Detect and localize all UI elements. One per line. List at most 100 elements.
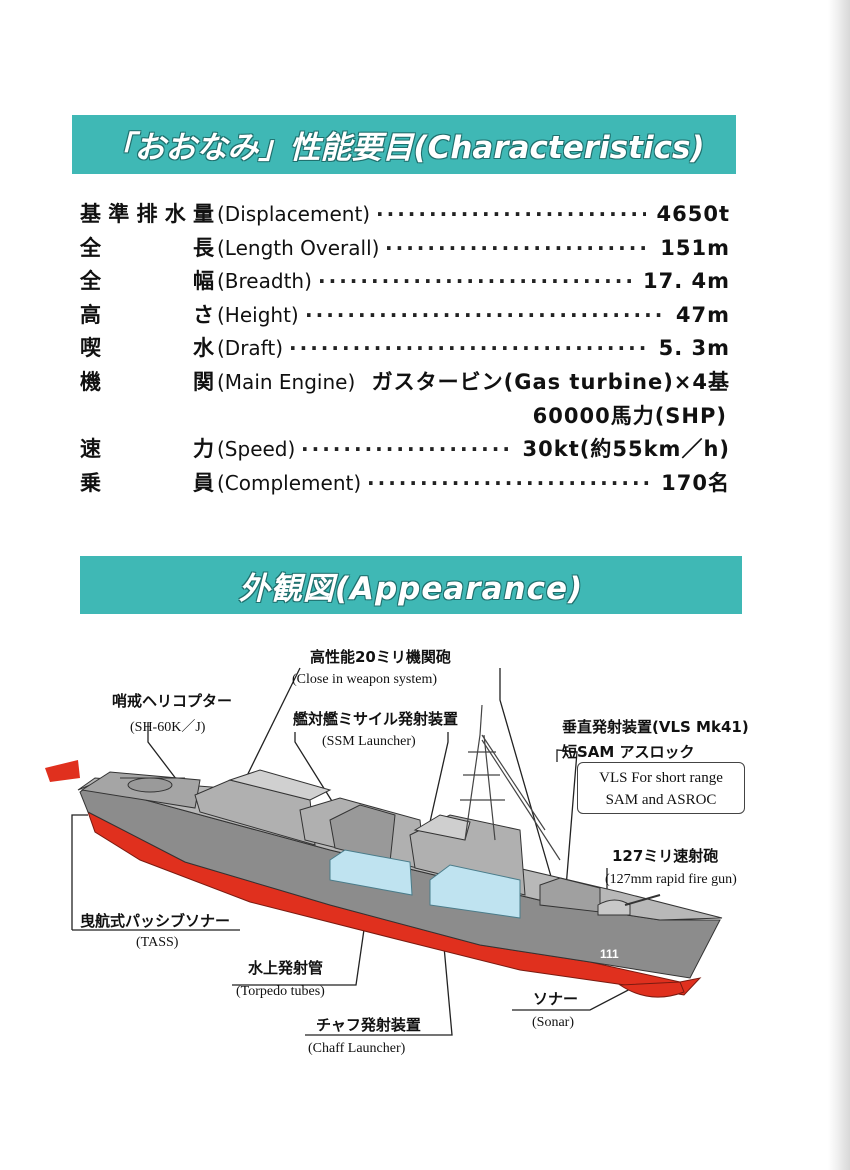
spec-value: 60000馬力(SHP) <box>532 403 727 428</box>
spec-label-en: (Height) <box>217 302 299 327</box>
spec-row: 高さ(Height)47m···························… <box>80 299 730 333</box>
sonar-label-jp: ソナー <box>533 990 579 1008</box>
spec-label-char: 員 <box>193 470 214 495</box>
spec-label-char: 乗 <box>80 470 101 495</box>
leader-sonar <box>512 984 639 1011</box>
gun-label-en: (127mm rapid fire gun) <box>605 872 737 887</box>
spec-label-jp: 高さ <box>80 299 214 333</box>
spec-label-en: (Displacement) <box>217 202 371 226</box>
leader-dots: ········································… <box>289 336 649 361</box>
spec-row: 基準排水量(Displacement) 4650t ················… <box>80 198 730 232</box>
leader-dots: ········································… <box>367 470 651 495</box>
ssm-label-jp: 艦対艦ミサイル発射装置 <box>293 710 459 728</box>
leader-ssm <box>294 732 346 823</box>
spec-label-en: (Draft) <box>217 336 284 361</box>
ship-mast <box>460 704 561 861</box>
characteristics-title: 「おおなみ」性能要目(Characteristics) <box>103 130 705 166</box>
vls-label-en1: VLS For short range <box>599 770 723 786</box>
page-edge-shadow <box>828 0 850 1170</box>
torpedo-label-en: (Torpedo tubes) <box>236 984 325 999</box>
spec-label-char: 高 <box>80 302 101 327</box>
leader-dots: ········································… <box>305 302 666 327</box>
spec-label-char: 機 <box>80 369 101 394</box>
spec-label-jp: 速力 <box>80 433 214 467</box>
spec-label-en: (Main Engine) <box>217 369 356 394</box>
leader-vls <box>556 749 578 901</box>
spec-label-char: 喫 <box>80 336 101 361</box>
spec-label-en: (Speed) <box>217 437 296 462</box>
spec-label-char: 水 <box>193 336 214 361</box>
spec-label-char: 全 <box>80 235 101 260</box>
spec-value: 4650t <box>656 202 730 226</box>
spec-row: 喫水(Draft)5. 3m··························… <box>80 332 730 366</box>
leader-dots: ········································… <box>385 235 650 260</box>
vls-label-jp: 垂直発射装置(VLS Mk41) <box>562 718 749 736</box>
spec-label-char: 水 <box>164 202 186 226</box>
spec-label-jp: 機関 <box>80 366 214 400</box>
ship-illustration: 111 <box>45 667 723 1036</box>
spec-label-char: 長 <box>193 235 214 260</box>
spec-label-en: (Breadth) <box>217 269 312 294</box>
spec-value: 30kt(約55km／h) <box>522 437 730 462</box>
spec-value: ガスタービン(Gas turbine)×4基 <box>371 369 730 394</box>
spec-label-char: 幅 <box>193 269 214 294</box>
leader-dots: ········································… <box>318 269 633 294</box>
tass-label-jp: 曳航式パッシブソナー <box>80 912 231 930</box>
tass-label-en: (TASS) <box>136 935 179 950</box>
spec-value: 47m <box>675 302 730 327</box>
spec-label-char: 準 <box>108 202 130 226</box>
spec-label-jp: 全幅 <box>80 265 214 299</box>
helicopter <box>120 777 185 793</box>
spec-table: 基準排水量(Displacement)4650t················… <box>80 198 730 500</box>
chaff-label-en: (Chaff Launcher) <box>308 1041 406 1056</box>
characteristics-banner: 「おおなみ」性能要目(Characteristics) <box>72 115 736 174</box>
spec-row: 機関(Main Engine)ガスタービン(Gas turbine)×4基 <box>80 366 730 400</box>
appearance-title: 外観図(Appearance) <box>238 570 584 607</box>
ssm-label-en: (SSM Launcher) <box>322 734 416 749</box>
spec-label-char: 量 <box>193 202 214 226</box>
spec-label-char: 速 <box>80 437 101 462</box>
spec-row: 速力(Speed)30kt(約55km／h)··················… <box>80 433 730 467</box>
spec-row: 60000馬力(SHP) <box>80 400 730 434</box>
vls-label-en2: SAM and ASROC <box>605 792 717 808</box>
leader-heli <box>147 722 184 789</box>
leader-ciws-aft <box>239 667 301 791</box>
spec-label-char: さ <box>193 302 214 327</box>
spec-label-char: 関 <box>193 369 214 394</box>
spec-label-char: 排 <box>136 202 158 226</box>
spec-value: 5. 3m <box>658 336 730 361</box>
spec-value: 17. 4m <box>642 269 730 294</box>
spec-label-char: 基 <box>80 202 101 226</box>
spec-label-jp: 全長 <box>80 232 214 266</box>
spec-label-jp: 基準排水量 <box>80 198 214 232</box>
ship-superstructure <box>194 769 661 919</box>
torpedo-label-jp: 水上発射管 <box>248 959 324 977</box>
leader-ssm-2 <box>429 732 449 823</box>
spec-label-char: 全 <box>80 269 101 294</box>
heli-label-en: (SH-60K／J) <box>130 720 206 735</box>
spec-label-jp: 乗員 <box>80 467 214 501</box>
ensign-flag <box>45 760 80 782</box>
spec-label-en: (Length Overall) <box>217 235 380 260</box>
leader-tass <box>71 814 88 930</box>
ciws-label-en: (Close in weapon system) <box>292 672 438 687</box>
spec-row: 全幅(Breadth)17. 4m·······················… <box>80 265 730 299</box>
spec-label-en: (Complement) <box>217 470 362 495</box>
vls-description-box: VLS For short range SAM and ASROC <box>577 762 745 814</box>
spec-label-jp: 喫水 <box>80 332 214 366</box>
spec-row: 全長(Length Overall)151m··················… <box>80 232 730 266</box>
spec-row: 乗員(Complement)170名······················… <box>80 467 730 501</box>
sonar-label-en: (Sonar) <box>532 1015 574 1030</box>
chaff-label-jp: チャフ発射装置 <box>316 1016 421 1034</box>
leader-dots: ········································… <box>301 437 513 462</box>
spec-label-char: 力 <box>193 437 214 462</box>
spec-value: 170名 <box>661 470 730 495</box>
leader-dots: ········································… <box>376 202 646 226</box>
ciws-label-jp: 高性能20ミリ機関砲 <box>310 648 451 666</box>
heli-label-jp: 哨戒ヘリコプター <box>112 692 233 710</box>
gun-label-jp: 127ミリ速射砲 <box>612 847 719 865</box>
spec-value: 151m <box>660 235 730 260</box>
vls-label-jp2: 短SAM アスロック <box>562 743 695 761</box>
appearance-banner: 外観図(Appearance) <box>80 556 742 614</box>
hull-number: 111 <box>600 947 619 961</box>
